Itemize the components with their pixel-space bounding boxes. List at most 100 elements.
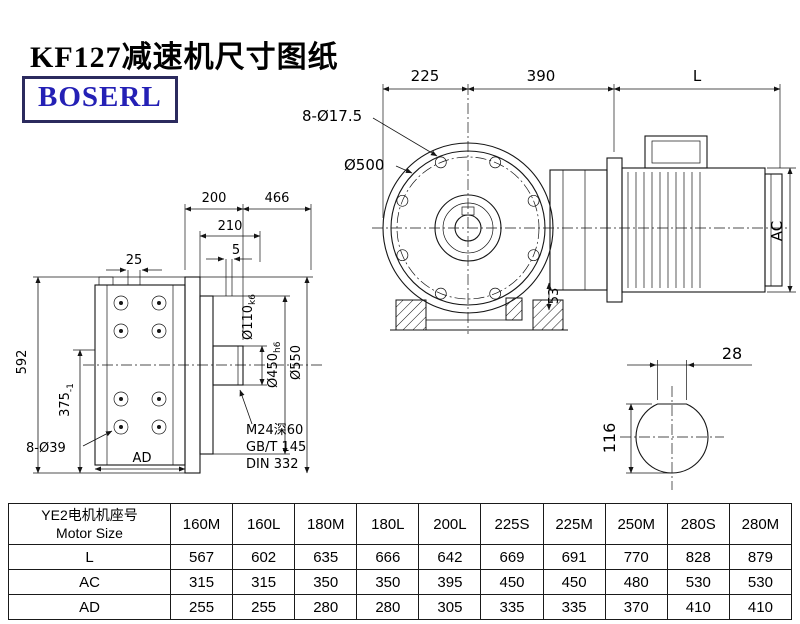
gear-housing bbox=[94, 284, 186, 466]
dim-5: 5 bbox=[232, 243, 240, 258]
table-cell: 602 bbox=[232, 544, 296, 570]
shaft-section bbox=[635, 403, 709, 474]
table-cell: 480 bbox=[604, 569, 668, 595]
dim-210: 210 bbox=[218, 219, 243, 234]
technical-drawing: 200 466 210 5 25 592 375-1 8-Ø39 AD bbox=[15, 67, 796, 490]
column-header: 200L bbox=[418, 503, 482, 545]
table-cell: 450 bbox=[480, 569, 544, 595]
brand-text: BOSERL bbox=[38, 81, 162, 113]
fan-cowl bbox=[764, 173, 783, 287]
table-cell: 370 bbox=[604, 594, 668, 620]
holes-label-39: 8-Ø39 bbox=[26, 441, 66, 456]
table-cell: 530 bbox=[728, 569, 793, 595]
flange-bolt-holes bbox=[396, 156, 540, 300]
table-cell: 450 bbox=[542, 569, 606, 595]
row-label: AD bbox=[8, 594, 171, 620]
dim-AD: AD bbox=[133, 451, 152, 466]
terminal-box bbox=[644, 135, 708, 169]
dim-592: 592 bbox=[15, 350, 30, 375]
dim-200: 200 bbox=[202, 191, 227, 206]
motor-size-label-en: Motor Size bbox=[56, 525, 123, 541]
table-corner-header: YE2电机机座号 Motor Size bbox=[8, 503, 171, 545]
flange-spigot-circle bbox=[390, 150, 546, 306]
motor-size-label-cn: YE2电机机座号 bbox=[41, 506, 138, 523]
table-cell: 410 bbox=[666, 594, 730, 620]
dim-o450: Ø450h6 bbox=[266, 341, 283, 388]
dim-o110: Ø110k6 bbox=[241, 294, 258, 340]
dim-25: 25 bbox=[126, 253, 143, 268]
column-header: 280S bbox=[666, 503, 730, 545]
table-cell: 335 bbox=[542, 594, 606, 620]
table-cell: 350 bbox=[294, 569, 358, 595]
table-cell: 350 bbox=[356, 569, 420, 595]
dim-o550: Ø550 bbox=[289, 345, 304, 380]
table-cell: 666 bbox=[356, 544, 420, 570]
table-cell: 255 bbox=[232, 594, 296, 620]
brand-logo: BOSERL bbox=[22, 76, 178, 123]
column-header: 160L bbox=[232, 503, 296, 545]
column-header: 180M bbox=[294, 503, 358, 545]
dim-o500: Ø500 bbox=[344, 156, 384, 174]
table-cell: 567 bbox=[169, 544, 234, 570]
table-cell: 305 bbox=[418, 594, 482, 620]
dim-AC: AC bbox=[768, 221, 786, 241]
column-header: 225M bbox=[542, 503, 606, 545]
column-header: 225S bbox=[480, 503, 544, 545]
table-cell: 879 bbox=[728, 544, 793, 570]
column-header: 180L bbox=[356, 503, 420, 545]
table-cell: 669 bbox=[480, 544, 544, 570]
motor-flange bbox=[606, 157, 623, 303]
table-cell: 635 bbox=[294, 544, 358, 570]
table-cell: 280 bbox=[356, 594, 420, 620]
adapter-housing bbox=[549, 169, 608, 291]
flange-outer-circle bbox=[382, 142, 554, 314]
output-shaft bbox=[212, 345, 244, 386]
housing-bolt-holes bbox=[113, 295, 167, 435]
table-cell: 410 bbox=[728, 594, 793, 620]
motor-body bbox=[621, 167, 766, 293]
column-header: 160M bbox=[169, 503, 234, 545]
keyway bbox=[461, 206, 475, 216]
row-label: AC bbox=[8, 569, 171, 595]
table-cell: 335 bbox=[480, 594, 544, 620]
output-flange bbox=[184, 276, 201, 474]
column-header: 250M bbox=[604, 503, 668, 545]
motor-fins bbox=[627, 172, 701, 288]
dim-116: 116 bbox=[600, 423, 619, 454]
table-cell: 280 bbox=[294, 594, 358, 620]
table-cell: 691 bbox=[542, 544, 606, 570]
dim-390: 390 bbox=[527, 67, 556, 85]
dim-28: 28 bbox=[722, 344, 742, 363]
shaft-section-view: 28 116 bbox=[600, 344, 752, 490]
note-m24: M24深60 bbox=[246, 423, 303, 438]
flange-hub bbox=[199, 295, 214, 455]
table-cell: 315 bbox=[232, 569, 296, 595]
dim-53: 53 bbox=[547, 288, 562, 305]
dim-466: 466 bbox=[265, 191, 290, 206]
table-cell: 395 bbox=[418, 569, 482, 595]
note-gbt145: GB/T 145 bbox=[246, 440, 306, 455]
side-view: 200 466 210 5 25 592 375-1 8-Ø39 AD bbox=[15, 191, 322, 474]
table-cell: 315 bbox=[169, 569, 234, 595]
table-cell: 642 bbox=[418, 544, 482, 570]
table-cell: 530 bbox=[666, 569, 730, 595]
bolt-circle bbox=[396, 156, 540, 300]
note-din332: DIN 332 bbox=[246, 457, 299, 472]
column-header: 280M bbox=[728, 503, 793, 545]
row-label: L bbox=[8, 544, 171, 570]
dim-225: 225 bbox=[411, 67, 440, 85]
table-cell: 770 bbox=[604, 544, 668, 570]
housing-lug bbox=[98, 276, 114, 286]
holes-label-175: 8-Ø17.5 bbox=[302, 107, 362, 125]
dim-L: L bbox=[693, 67, 702, 85]
table-cell: 828 bbox=[666, 544, 730, 570]
table-cell: 255 bbox=[169, 594, 234, 620]
page-title: KF127减速机尺寸图纸 bbox=[30, 41, 339, 75]
dim-375: 375-1 bbox=[58, 383, 76, 417]
